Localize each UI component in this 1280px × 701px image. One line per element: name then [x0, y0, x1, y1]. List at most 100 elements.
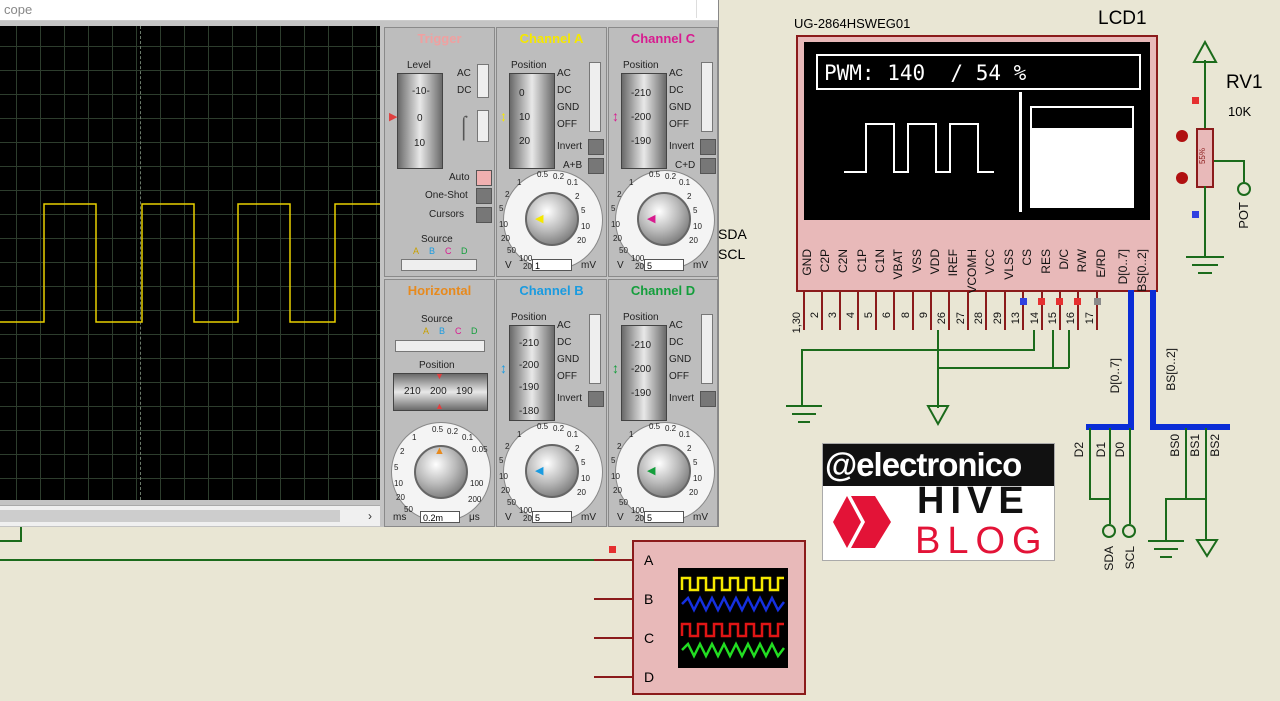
lcd-pin-label: R/W: [1075, 249, 1089, 273]
channel-coupling-switch[interactable]: [701, 314, 713, 384]
horizontal-source-slider[interactable]: [395, 340, 485, 352]
lcd-pin-leg: [1096, 292, 1098, 330]
channel-volts-field[interactable]: 1: [532, 259, 572, 271]
wire: [1185, 428, 1187, 500]
wire: [1214, 160, 1244, 162]
horizontal-timebase-dial[interactable]: 0.5 0.2 0.1 0.05 1 2 5 10 20 50 100 200 …: [391, 422, 491, 522]
lcd-pin-label: C2P: [818, 249, 832, 273]
channel-coupling-dc-label: DC: [557, 337, 572, 348]
channel-coupling-switch[interactable]: [589, 62, 601, 132]
dial-tick: 100: [519, 506, 533, 515]
channel-invert-button[interactable]: [588, 139, 604, 155]
channel-volts-field[interactable]: 5: [532, 511, 572, 523]
close-button[interactable]: [696, 0, 717, 18]
dial-tick: 20: [689, 236, 698, 245]
channel-coupling-ac-label: AC: [557, 320, 571, 331]
position-tick: -210: [631, 340, 652, 351]
channel-invert-label: Invert: [557, 393, 583, 404]
logo-line2: HIVE: [917, 480, 1030, 522]
ground-symbol: [798, 421, 810, 423]
dial-tick: 10: [693, 474, 702, 483]
title-bar[interactable]: cope: [0, 0, 718, 21]
channel-position-label: Position: [511, 312, 547, 323]
pot-decrease-button[interactable]: [1176, 172, 1188, 184]
wire: [1068, 330, 1070, 368]
channel-coupling-gnd-label: GND: [557, 102, 580, 113]
oscilloscope-component[interactable]: A B C D: [632, 540, 806, 695]
channel-volts-knob[interactable]: [525, 444, 579, 498]
trigger-source-label: Source: [421, 234, 453, 245]
scl-terminal[interactable]: [1122, 524, 1136, 538]
h-source-b: B: [439, 326, 446, 336]
trigger-coupling-switch[interactable]: [477, 64, 489, 98]
lcd-pin-leg: [839, 292, 841, 330]
lcd-screen: PWM: 140 / 54 %: [804, 42, 1150, 220]
scroll-thumb[interactable]: [0, 510, 340, 522]
dial-tick: 0.1: [679, 178, 691, 187]
trigger-cursors-button[interactable]: [476, 207, 492, 223]
channel-unit-v: V: [617, 512, 624, 523]
dial-tick: 2: [617, 190, 622, 199]
scroll-right-arrow-icon[interactable]: ›: [368, 509, 372, 523]
trigger-edge-switch[interactable]: [477, 110, 489, 142]
channel-invert-button[interactable]: [700, 391, 716, 407]
trigger-title: Trigger: [417, 31, 462, 46]
trigger-source-slider[interactable]: [401, 259, 477, 271]
trigger-marker-icon: ▶: [389, 111, 398, 123]
channel-position-control[interactable]: -210-200-190: [621, 325, 667, 421]
lcd-divider: [1019, 92, 1022, 212]
scope-horizontal-scrollbar[interactable]: ›: [0, 505, 380, 526]
channel-volts-field[interactable]: 5: [644, 259, 684, 271]
pot-increase-button[interactable]: [1176, 130, 1188, 142]
trigger-one-shot-button[interactable]: [476, 188, 492, 204]
lcd-pwm-text: PWM: 140 / 54 %: [824, 61, 1027, 85]
channel-volts-knob[interactable]: [525, 192, 579, 246]
lcd-pin-label: VLSS: [1002, 249, 1016, 280]
channel-position-control[interactable]: -210-200-190-180: [509, 325, 555, 421]
trigger-auto-button[interactable]: [476, 170, 492, 186]
channel-combine-button[interactable]: [588, 158, 604, 174]
channel-volts-knob[interactable]: [637, 192, 691, 246]
oscilloscope-window: cope › Trigger Level -10- 0 10 ▶ AC DC ⌠…: [0, 0, 719, 527]
position-marker-icon: ↕: [500, 108, 507, 124]
channel-coupling-switch[interactable]: [589, 314, 601, 384]
lcd-pin-label: VCC: [983, 249, 997, 275]
trigger-level-control[interactable]: -10- 0 10: [397, 73, 443, 169]
wire: [1204, 186, 1206, 258]
dial-tick: 5: [581, 458, 586, 467]
sda-terminal[interactable]: [1102, 524, 1116, 538]
wire: [1205, 428, 1207, 540]
channel-position-control[interactable]: -210-200-190: [621, 73, 667, 169]
dial-tick: 0.5: [537, 422, 549, 431]
potentiometer-rv1[interactable]: 55%: [1196, 128, 1214, 188]
horizontal-knob[interactable]: [414, 445, 468, 499]
channel-invert-button[interactable]: [588, 391, 604, 407]
dial-tick: 20: [689, 488, 698, 497]
pot-terminal[interactable]: [1237, 182, 1251, 196]
channel-coupling-ac-label: AC: [557, 68, 571, 79]
dial-tick: 2: [687, 444, 692, 453]
channel-volts-field[interactable]: 5: [644, 511, 684, 523]
hive-blog-logo: @electronico HIVE BLOG: [822, 443, 1055, 562]
horizontal-position-control[interactable]: 210 200 190 ▼ ▲: [393, 371, 488, 411]
wire: [1089, 428, 1091, 500]
pin-state-indicator: [1192, 211, 1199, 218]
channel-coupling-gnd-label: GND: [669, 354, 692, 365]
horizontal-panel: Horizontal Source A B C D Position 210 2…: [384, 279, 495, 527]
pin-state-indicator: [609, 546, 616, 553]
position-tick: -210: [519, 338, 540, 349]
pin-state-indicator: [1056, 298, 1063, 305]
horizontal-timebase-field[interactable]: 0.2m: [420, 511, 460, 523]
ground-symbol: [1148, 540, 1184, 542]
channel-invert-button[interactable]: [700, 139, 716, 155]
channel-combine-button[interactable]: [700, 158, 716, 174]
dial-tick: 20: [501, 234, 510, 243]
dial-tick: 20: [501, 486, 510, 495]
channel-coupling-switch[interactable]: [701, 62, 713, 132]
pin-state-indicator: [1074, 298, 1081, 305]
wire: [801, 349, 803, 407]
channel-volts-knob[interactable]: [637, 444, 691, 498]
